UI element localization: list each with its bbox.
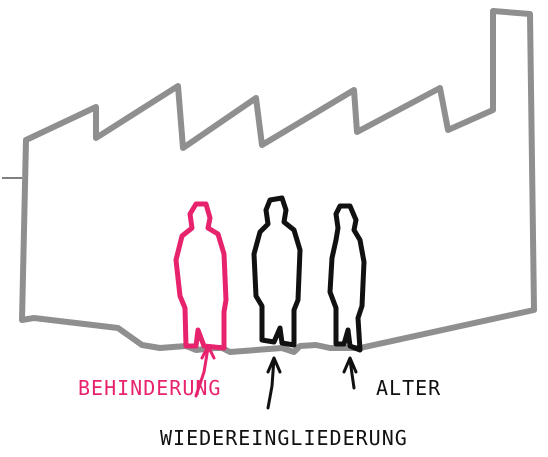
arrow-wiedereingliederung — [266, 356, 282, 410]
label-behinderung: BEHINDERUNG — [78, 376, 222, 400]
arrow-behinderung — [194, 344, 216, 398]
person-figure-right — [327, 203, 367, 353]
person-figure-pink — [173, 201, 229, 351]
label-alter: ALTER — [376, 376, 442, 400]
factory-outline — [19, 8, 537, 355]
arrow-alter — [342, 356, 358, 390]
person-figure-middle — [251, 195, 303, 348]
label-wiedereingliederung: WIEDEREINGLIEDERUNG — [160, 426, 408, 450]
